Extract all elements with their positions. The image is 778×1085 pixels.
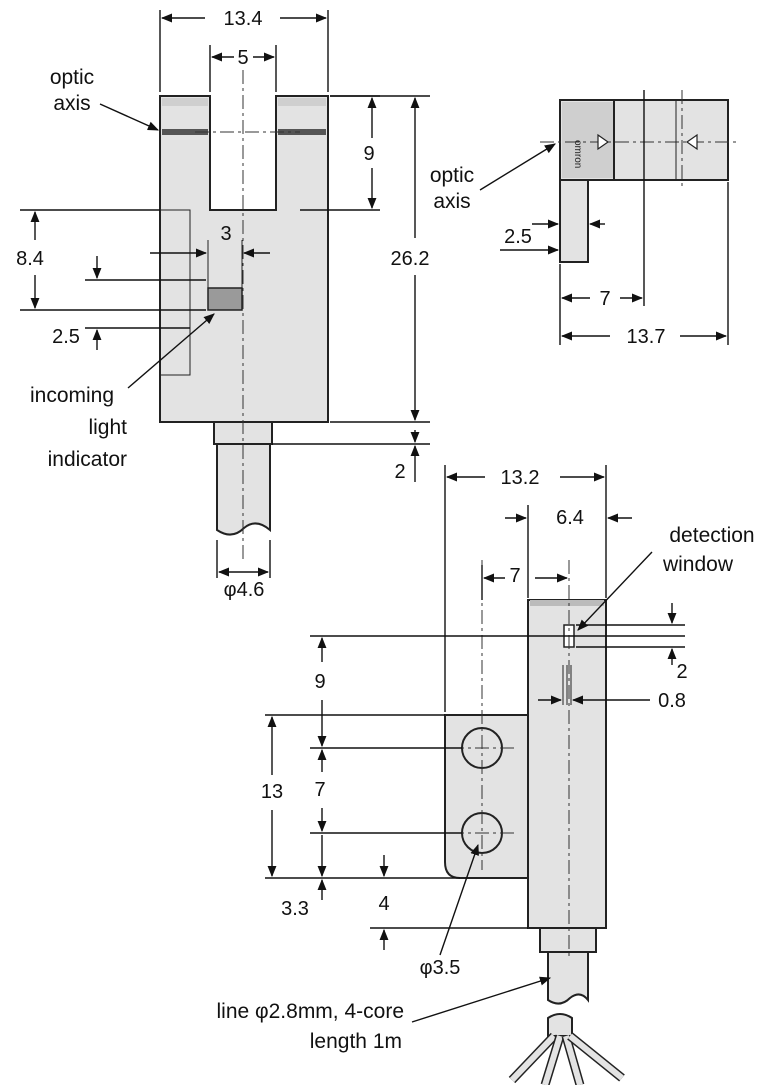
bottom-cable-boss (539, 927, 597, 953)
dim-13-2: 13.2 (501, 467, 540, 489)
optic-axis-label-2-line1: optic (430, 164, 474, 187)
incoming-light-label-line2: light (88, 416, 127, 439)
dim-7-bottom: 7 (509, 565, 520, 587)
line-spec-label-line1: line φ2.8mm, 4-core (216, 1000, 404, 1023)
dim-9: 9 (363, 143, 374, 165)
optic-axis-label-1-line1: optic (50, 66, 94, 89)
dim-8-4: 8.4 (16, 248, 44, 270)
dim-phi-4-6: φ4.6 (224, 579, 265, 601)
dim-0-8: 0.8 (658, 690, 686, 712)
side-body (613, 99, 729, 181)
dim-2: 2 (394, 461, 405, 483)
dim-5: 5 (237, 47, 248, 69)
dim-side-13-7: 13.7 (627, 326, 666, 348)
detection-window-label-line1: detection (669, 524, 754, 547)
bottom-cable (547, 951, 589, 1005)
detection-window-label-line2: window (662, 553, 734, 576)
optic-axis-band-right (278, 129, 326, 135)
incoming-light-indicator (207, 287, 243, 311)
line-spec-label-line2: length 1m (310, 1030, 402, 1053)
dim-side-7: 7 (599, 288, 610, 310)
front-view: 13.4 5 9 26.2 2 8.4 3 (16, 8, 430, 601)
dim-13-4: 13.4 (224, 8, 263, 30)
dim-2-5-front: 2.5 (52, 326, 80, 348)
brand-mark: omron (572, 140, 583, 168)
dim-2-window: 2 (676, 661, 687, 683)
dim-side-2-5: 2.5 (504, 226, 532, 248)
left-prong (159, 95, 211, 212)
optic-axis-band-left (162, 129, 208, 135)
optic-axis-label-2-line2: axis (433, 190, 470, 213)
side-cable-stem (559, 179, 589, 263)
incoming-light-label-line1: incoming (30, 384, 114, 407)
incoming-light-label-line3: indicator (48, 448, 127, 471)
dim-9-bottom: 9 (314, 671, 325, 693)
dim-13: 13 (261, 781, 283, 803)
dim-phi-3-5: φ3.5 (420, 957, 461, 979)
optic-axis-label-1-line2: axis (53, 92, 90, 115)
right-prong (275, 95, 329, 212)
dim-3-3: 3.3 (281, 898, 309, 920)
cable-wires (508, 1013, 625, 1085)
main-body (159, 209, 329, 423)
dim-26-2: 26.2 (391, 248, 430, 270)
dim-4: 4 (378, 893, 389, 915)
bottom-view: 13.2 6.4 7 9 7 3.3 13 (216, 465, 755, 1085)
dim-6-4: 6.4 (556, 507, 584, 529)
sensor-housing (527, 599, 607, 929)
side-view: omron optic axis 2.5 7 13.7 (430, 90, 740, 348)
dim-3: 3 (220, 223, 231, 245)
dim-7-holes: 7 (314, 779, 325, 801)
